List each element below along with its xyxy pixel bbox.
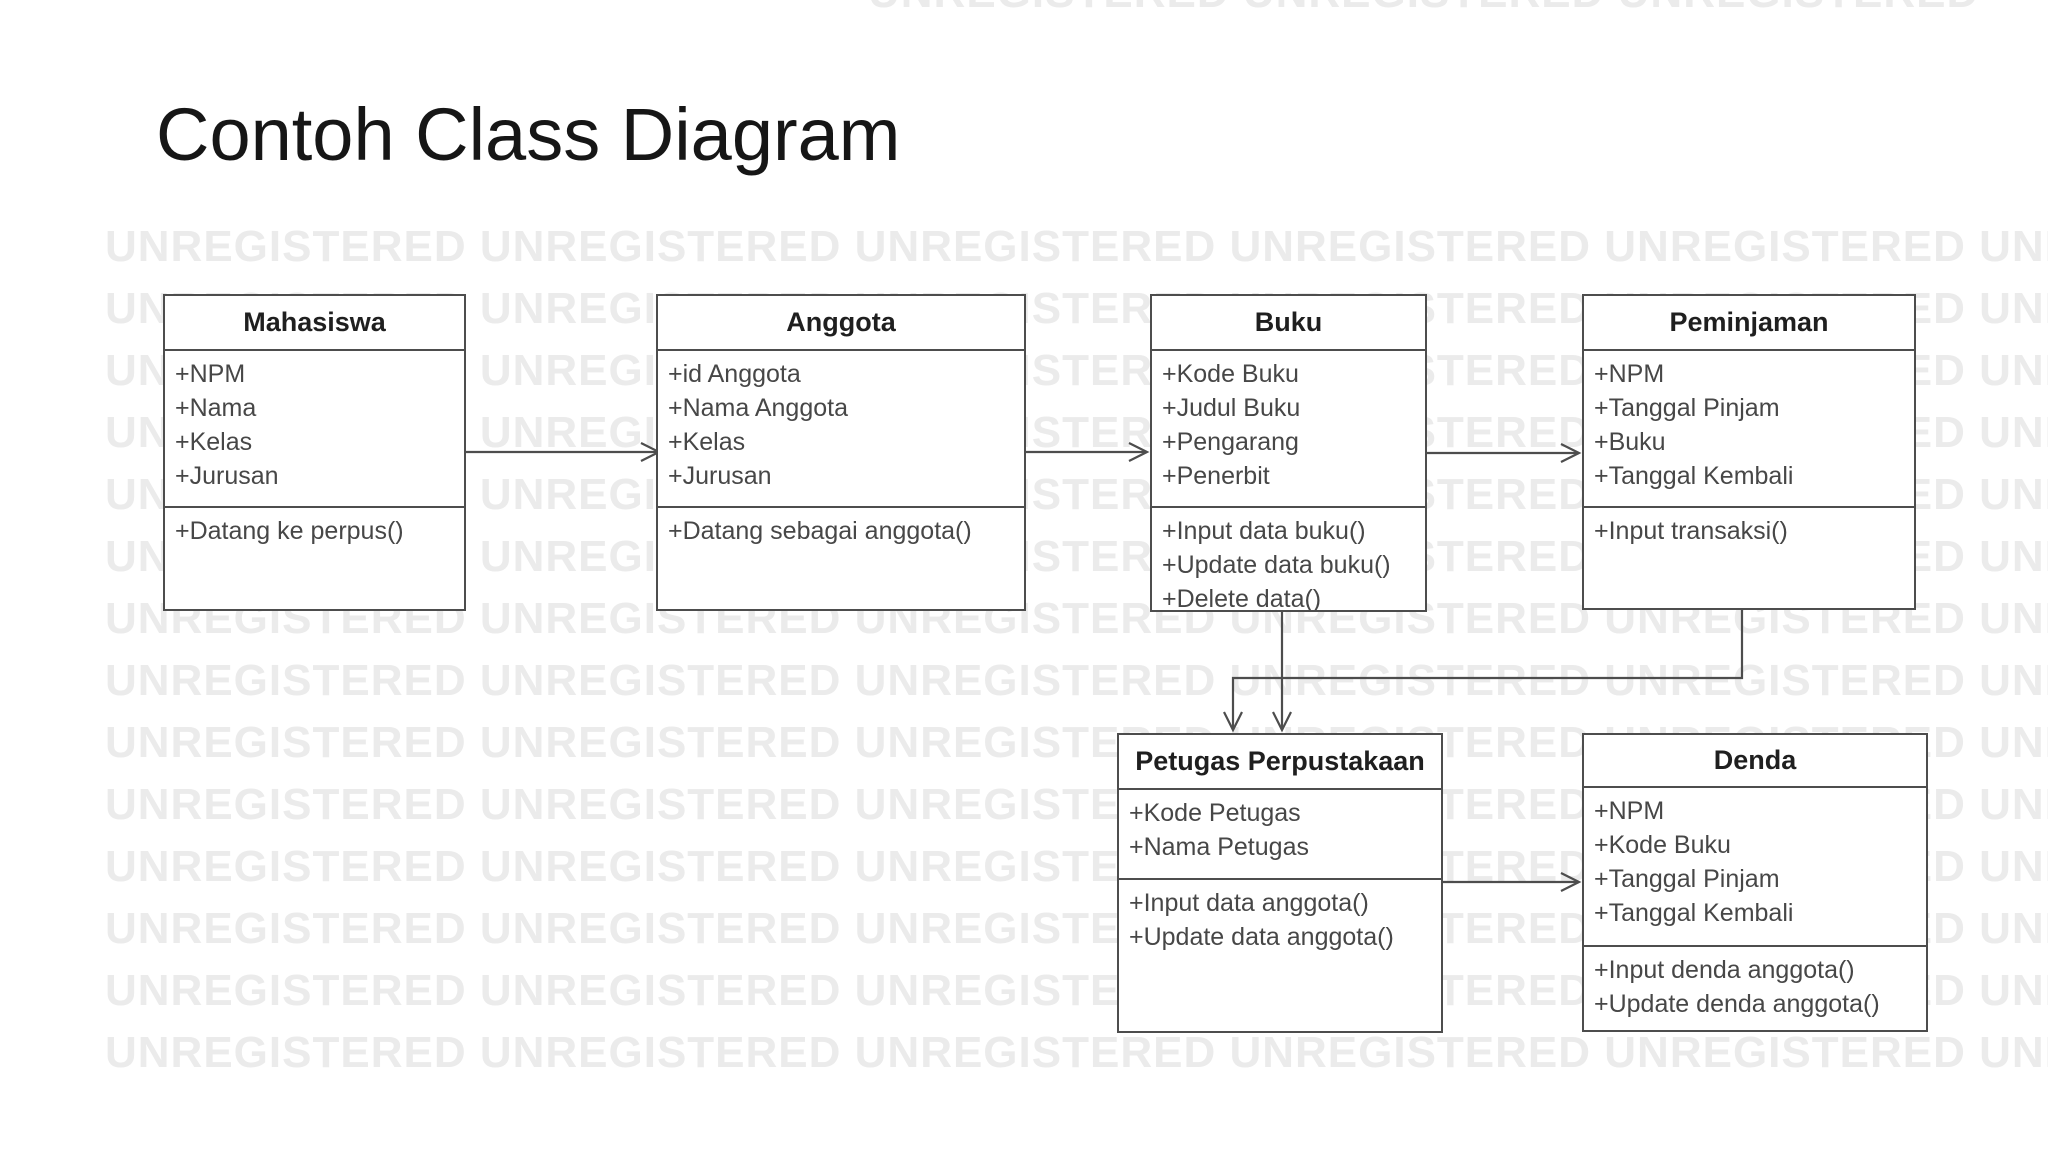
member-line: +Buku bbox=[1594, 428, 1666, 456]
class-attributes: +NPM +Nama +Kelas +Jurusan bbox=[165, 351, 464, 506]
member-line: +Penerbit bbox=[1162, 462, 1270, 490]
member-line: +Tanggal Pinjam bbox=[1594, 865, 1780, 893]
member-line: +Nama Anggota bbox=[668, 394, 848, 422]
member-line: +Kelas bbox=[175, 428, 253, 456]
member-line: +Nama bbox=[175, 394, 257, 422]
class-title: Anggota bbox=[658, 296, 1024, 351]
member-line: +Kode Buku bbox=[1162, 360, 1299, 388]
member-line: +Tanggal Kembali bbox=[1594, 462, 1794, 490]
member-line: +Nama Petugas bbox=[1129, 833, 1309, 861]
class-anggota: Anggota +id Anggota +Nama Anggota +Kelas +J… bbox=[656, 294, 1026, 611]
member-line: +Kelas bbox=[668, 428, 746, 456]
member-line: +Kode Buku bbox=[1594, 831, 1731, 859]
watermark-row: UNREGISTERED UNREGISTERED UNREGISTERED bbox=[868, 0, 1979, 18]
member-line: +Datang sebagai anggota() bbox=[668, 517, 972, 545]
member-line: +Input denda anggota() bbox=[1594, 956, 1855, 984]
arrow-peminjaman-to-petugas bbox=[1223, 610, 1744, 733]
class-methods: +Datang ke perpus() bbox=[165, 506, 464, 609]
class-methods: +Input data buku() +Update data buku() +De… bbox=[1152, 506, 1425, 610]
class-petugas-perpustakaan: Petugas Perpustakaan +Kode Petugas +Nama … bbox=[1117, 733, 1443, 1033]
class-methods: +Datang sebagai anggota() bbox=[658, 506, 1024, 609]
class-buku: Buku +Kode Buku +Judul Buku +Pengarang +Pen… bbox=[1150, 294, 1427, 612]
member-line: +Jurusan bbox=[175, 462, 279, 490]
member-line: +NPM bbox=[1594, 797, 1665, 825]
member-line: +Update data anggota() bbox=[1129, 923, 1394, 951]
watermark-row: UNREGISTERED UNREGISTERED UNREGISTERED U… bbox=[105, 222, 2048, 271]
member-line: +Tanggal Kembali bbox=[1594, 899, 1794, 927]
class-mahasiswa: Mahasiswa +NPM +Nama +Kelas +Jurusan +Datan… bbox=[163, 294, 466, 611]
watermark-row: UNREGISTERED UNREGISTERED UNREGISTERED U… bbox=[105, 656, 2048, 705]
class-title: Petugas Perpustakaan bbox=[1119, 735, 1441, 790]
member-line: +Input data buku() bbox=[1162, 517, 1366, 545]
member-line: +Datang ke perpus() bbox=[175, 517, 404, 545]
member-line: +Delete data() bbox=[1162, 585, 1322, 610]
class-attributes: +id Anggota +Nama Anggota +Kelas +Jurusan bbox=[658, 351, 1024, 506]
class-methods: +Input transaksi() bbox=[1584, 506, 1914, 608]
class-attributes: +NPM +Tanggal Pinjam +Buku +Tanggal Kembali bbox=[1584, 351, 1914, 506]
member-line: +Input transaksi() bbox=[1594, 517, 1788, 545]
member-line: +Kode Petugas bbox=[1129, 799, 1301, 827]
class-peminjaman: Peminjaman +NPM +Tanggal Pinjam +Buku +Tang… bbox=[1582, 294, 1916, 610]
member-line: +Jurusan bbox=[668, 462, 772, 490]
member-line: +id Anggota bbox=[668, 360, 801, 388]
member-line: +NPM bbox=[175, 360, 246, 388]
member-line: +Input data anggota() bbox=[1129, 889, 1369, 917]
member-line: +Judul Buku bbox=[1162, 394, 1301, 422]
member-line: +NPM bbox=[1594, 360, 1665, 388]
member-line: +Update data buku() bbox=[1162, 551, 1391, 579]
class-attributes: +Kode Petugas +Nama Petugas bbox=[1119, 790, 1441, 878]
member-line: +Pengarang bbox=[1162, 428, 1299, 456]
watermark-row: UNREGISTERED UNREGISTERED UNREGISTERED U… bbox=[105, 1028, 2048, 1077]
class-methods: +Input data anggota() +Update data anggot… bbox=[1119, 878, 1441, 1031]
class-attributes: +NPM +Kode Buku +Tanggal Pinjam +Tanggal Ke… bbox=[1584, 788, 1926, 945]
member-line: +Update denda anggota() bbox=[1594, 990, 1880, 1018]
class-methods: +Input denda anggota() +Update denda angg… bbox=[1584, 945, 1926, 1030]
member-line: +Tanggal Pinjam bbox=[1594, 394, 1780, 422]
page-title: Contoh Class Diagram bbox=[156, 93, 901, 176]
class-attributes: +Kode Buku +Judul Buku +Pengarang +Penerbit bbox=[1152, 351, 1425, 506]
class-title: Mahasiswa bbox=[165, 296, 464, 351]
class-title: Buku bbox=[1152, 296, 1425, 351]
class-title: Peminjaman bbox=[1584, 296, 1914, 351]
class-denda: Denda +NPM +Kode Buku +Tanggal Pinjam +Tang… bbox=[1582, 733, 1928, 1032]
class-title: Denda bbox=[1584, 735, 1926, 788]
